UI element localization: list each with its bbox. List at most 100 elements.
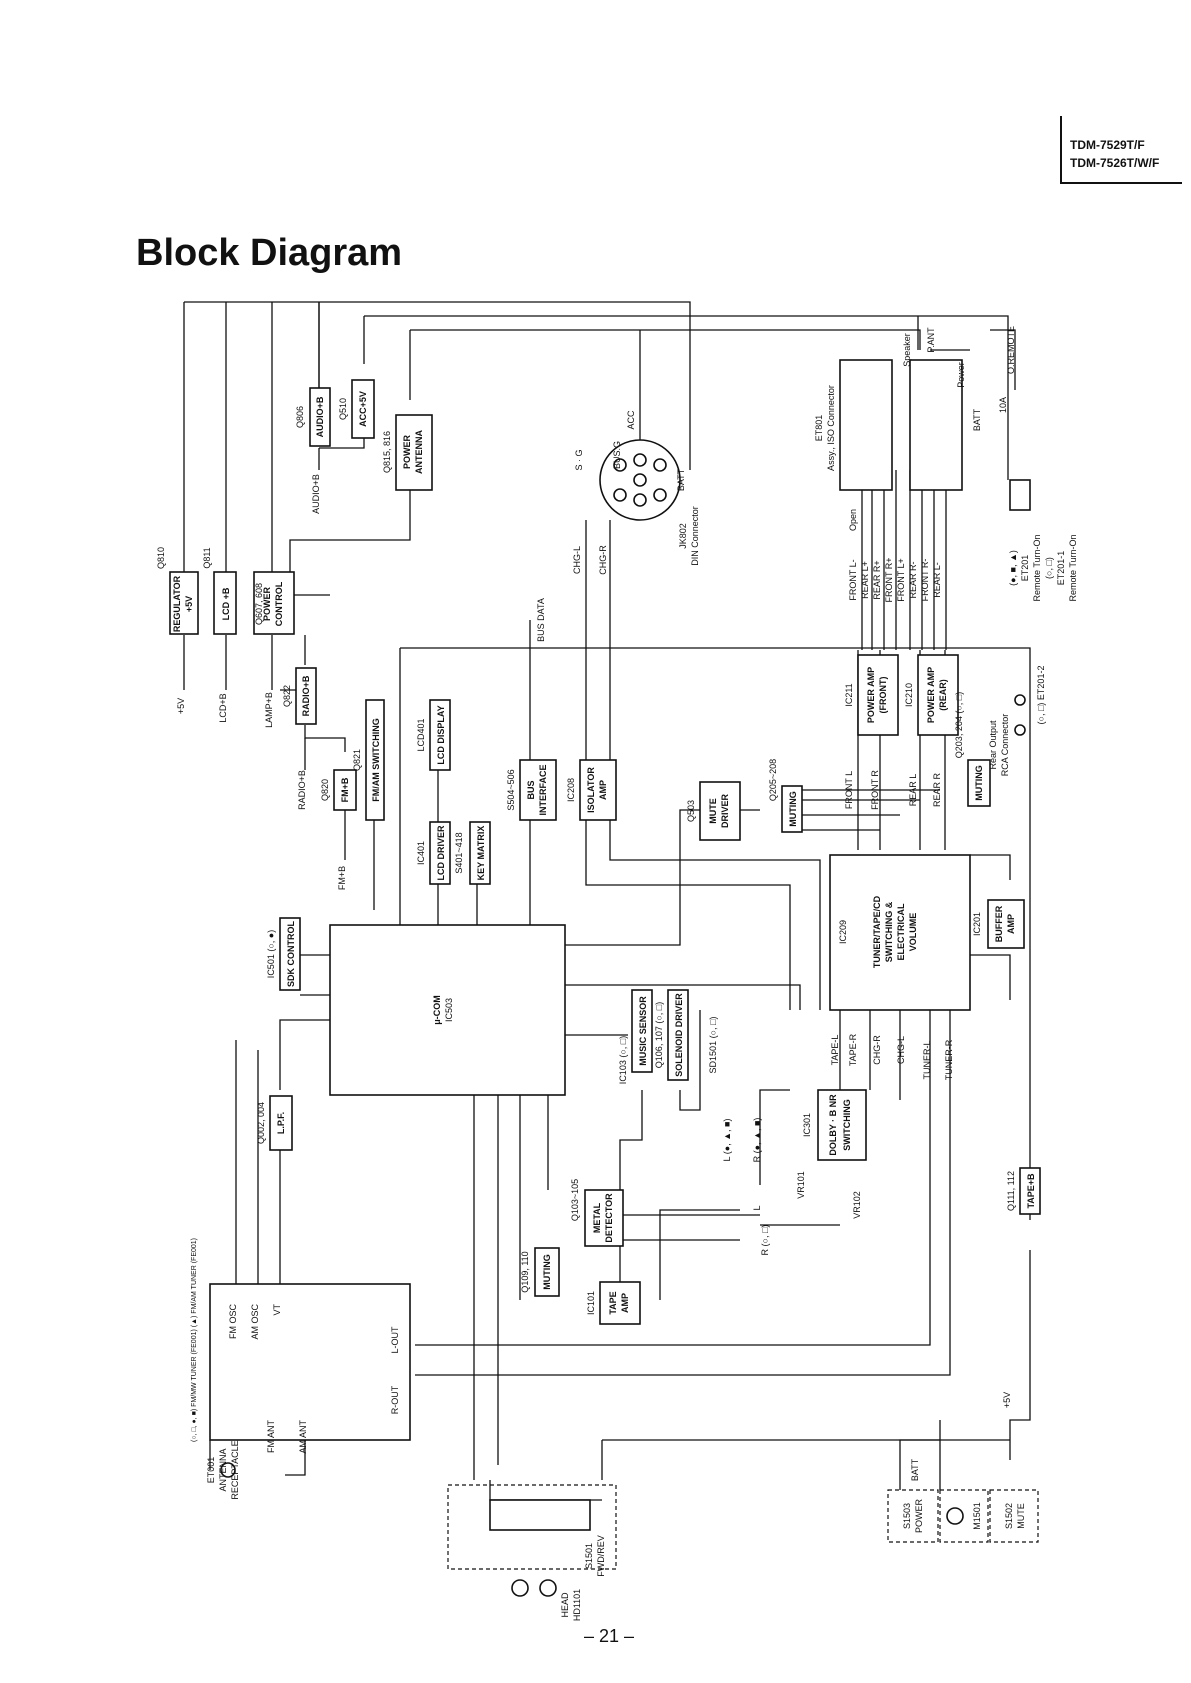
svg-text:Q109, 110: Q109, 110 xyxy=(520,1251,530,1292)
svg-text:(○, □) ET201-2: (○, □) ET201-2 xyxy=(1036,666,1046,725)
svg-text:FM ANT: FM ANT xyxy=(266,1419,276,1453)
svg-text:RADIO+B: RADIO+B xyxy=(297,770,307,810)
svg-text:IC301: IC301 xyxy=(802,1113,812,1137)
svg-text:CHG-L: CHG-L xyxy=(572,546,582,574)
svg-text:LAMP+B: LAMP+B xyxy=(264,692,274,728)
speaker-wire-labels: FRONT L- REAR L+ REAR R+ FRONT R+ FRONT … xyxy=(848,557,942,602)
mute-driver-block: MUTE DRIVER Q503 xyxy=(686,781,741,841)
svg-text:ACC: ACC xyxy=(626,410,636,430)
model-number-1: TDM-7529T/F xyxy=(1070,138,1145,152)
svg-text:TAPE: TAPE xyxy=(608,1291,618,1314)
svg-text:Q822: Q822 xyxy=(282,685,292,707)
rca-connector: Rear Output RCA Connector xyxy=(988,694,1026,776)
svg-text:REAR R+: REAR R+ xyxy=(872,560,882,599)
svg-text:IC208: IC208 xyxy=(566,778,576,802)
lcd-display-block: LCD DISPLAY LCD401 xyxy=(416,699,451,771)
power-amp-rear-block: POWER AMP (REAR) IC210 xyxy=(904,654,959,736)
svg-text:AMP: AMP xyxy=(1006,914,1016,934)
svg-text:TAPE-R: TAPE-R xyxy=(848,1033,858,1066)
svg-text:Open: Open xyxy=(848,509,858,531)
svg-text:ISOLATOR: ISOLATOR xyxy=(586,767,596,813)
svg-text:AUDIO+B: AUDIO+B xyxy=(315,396,325,437)
svg-text:MUTE: MUTE xyxy=(708,798,718,824)
svg-text:L.P.F.: L.P.F. xyxy=(276,1112,286,1134)
regulator-block: REGULATOR +5V Q810 xyxy=(156,547,199,635)
svg-text:Q821: Q821 xyxy=(352,749,362,771)
sdk-control-block: SDK CONTROL IC501 (○, ●) xyxy=(266,917,301,991)
svg-text:Q002, 004: Q002, 004 xyxy=(256,1102,266,1144)
svg-text:AMP: AMP xyxy=(598,780,608,800)
svg-text:ET201: ET201 xyxy=(1020,555,1030,582)
svg-text:FM OSC: FM OSC xyxy=(228,1304,238,1339)
svg-text:Remote Turn-On: Remote Turn-On xyxy=(1068,534,1078,601)
svg-text:Q510: Q510 xyxy=(338,398,348,420)
svg-text:POWER: POWER xyxy=(914,1499,924,1534)
svg-text:+5V: +5V xyxy=(176,698,186,714)
svg-text:MUTE: MUTE xyxy=(1016,1503,1026,1529)
svg-text:CONTROL: CONTROL xyxy=(274,581,284,626)
svg-text:FRONT L: FRONT L xyxy=(844,771,854,809)
svg-text:SDK CONTROL: SDK CONTROL xyxy=(286,921,296,987)
svg-text:(○, □): (○, □) xyxy=(1044,557,1054,579)
svg-text:REAR L-: REAR L- xyxy=(932,562,942,598)
lcd-driver-block: LCD DRIVER IC401 xyxy=(416,821,451,885)
antenna-connector: ET001 ANTENNA RECEPTACLE xyxy=(206,1440,240,1499)
svg-text:O.REMOTE: O.REMOTE xyxy=(1006,326,1016,374)
svg-text:Q815, 816: Q815, 816 xyxy=(382,431,392,473)
svg-text:KEY MATRIX: KEY MATRIX xyxy=(476,826,486,881)
svg-text:Q106, 107 (○, □): Q106, 107 (○, □) xyxy=(654,1002,664,1068)
svg-text:INTERFACE: INTERFACE xyxy=(538,764,548,815)
svg-text:IC503: IC503 xyxy=(444,998,454,1022)
svg-text:TAPE+B: TAPE+B xyxy=(1026,1173,1036,1209)
svg-text:+5V: +5V xyxy=(184,596,194,612)
svg-text:S · G: S · G xyxy=(574,449,584,470)
head-connector: HEAD HD1101 xyxy=(511,1579,582,1621)
model-number-2: TDM-7526T/W/F xyxy=(1070,156,1160,170)
power-amp-front-block: POWER AMP (FRONT) IC211 xyxy=(844,654,899,736)
svg-text:FRONT L-: FRONT L- xyxy=(848,559,858,600)
solenoid-driver-block: SOLENOID DRIVER Q106, 107 (○, □) xyxy=(654,989,689,1081)
svg-text:REAR L: REAR L xyxy=(908,774,918,807)
svg-text:SWITCHING &: SWITCHING & xyxy=(884,901,894,962)
svg-text:AUDIO+B: AUDIO+B xyxy=(311,474,321,514)
wiring xyxy=(183,301,1031,1501)
svg-text:VT: VT xyxy=(272,1304,282,1316)
svg-text:SOLENOID DRIVER: SOLENOID DRIVER xyxy=(674,993,684,1077)
svg-text:Q607, 608: Q607, 608 xyxy=(254,583,264,625)
iso-connector: ET801 Assy., ISO Connector xyxy=(814,359,963,491)
svg-text:FRONT R-: FRONT R- xyxy=(920,559,930,602)
svg-text:MUTING: MUTING xyxy=(542,1254,552,1290)
audio-b-block: AUDIO+B Q806 xyxy=(295,387,331,447)
svg-text:POWER AMP: POWER AMP xyxy=(866,667,876,723)
svg-text:Q806: Q806 xyxy=(295,406,305,428)
svg-text:R (●, ▲, ■): R (●, ▲, ■) xyxy=(752,1118,762,1163)
radio-b-block: RADIO+B Q822 xyxy=(282,667,317,725)
page-number: – 21 – xyxy=(584,1626,635,1646)
svg-text:BUS DATA: BUS DATA xyxy=(536,598,546,642)
svg-text:FWD/REV: FWD/REV xyxy=(596,1535,606,1577)
svg-text:L-OUT: L-OUT xyxy=(390,1326,400,1354)
svg-text:L: L xyxy=(752,1205,762,1210)
svg-text:S1501: S1501 xyxy=(584,1543,594,1569)
svg-text:ET201-1: ET201-1 xyxy=(1056,551,1066,586)
page-title: Block Diagram xyxy=(136,232,403,274)
svg-text:FRONT R: FRONT R xyxy=(870,770,880,810)
tape-b-block: TAPE+B Q111, 112 xyxy=(1006,1167,1041,1215)
m1501-motor: M1501 xyxy=(939,1489,989,1543)
svg-text:Q205~208: Q205~208 xyxy=(768,759,778,801)
svg-text:FM+B: FM+B xyxy=(340,777,350,802)
tuner-block: FM OSC AM OSC VT R-OUT L-OUT FM ANT AM A… xyxy=(191,1238,411,1454)
svg-text:BATT: BATT xyxy=(910,1458,920,1481)
muting-203-block: MUTING Q203, 204 (○, □) xyxy=(954,692,991,807)
svg-text:TUNER-L: TUNER-L xyxy=(922,1040,932,1079)
svg-text:HEAD: HEAD xyxy=(560,1592,570,1618)
svg-text:Speaker: Speaker xyxy=(902,333,912,367)
svg-text:IC209: IC209 xyxy=(838,920,848,944)
svg-text:MUTING: MUTING xyxy=(974,765,984,801)
svg-text:FRONT L+: FRONT L+ xyxy=(896,558,906,602)
svg-text:+5V: +5V xyxy=(1002,1392,1012,1408)
model-number-box: TDM-7529T/F TDM-7526T/W/F xyxy=(1060,116,1182,184)
svg-text:AM OSC: AM OSC xyxy=(250,1304,260,1340)
svg-text:IC211: IC211 xyxy=(844,683,854,706)
